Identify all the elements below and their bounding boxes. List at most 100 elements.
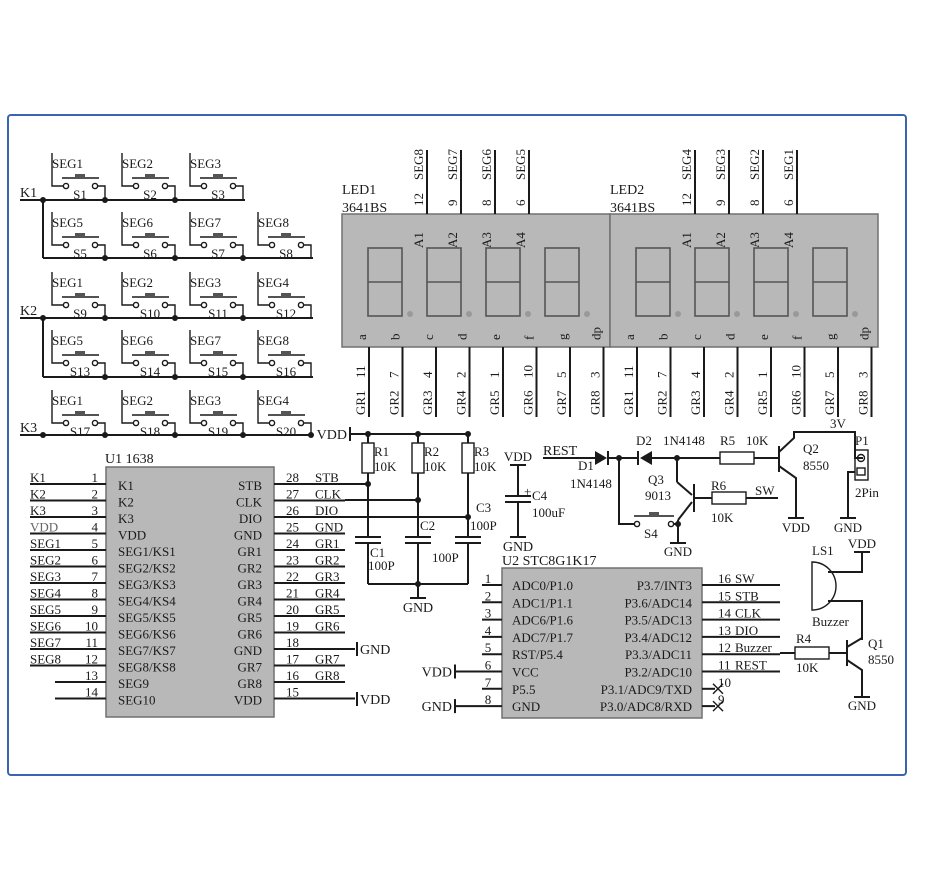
u1-pin-num: 7 — [92, 569, 99, 584]
switch-ref: S17 — [70, 424, 91, 439]
u2-pin-num: 3 — [485, 606, 492, 621]
u1-net-label: GR8 — [315, 668, 340, 683]
u1-body — [105, 466, 275, 718]
k-line-label: K3 — [20, 421, 37, 436]
buzzer-vdd: VDD — [848, 536, 876, 551]
u1-net-label: CLK — [315, 487, 342, 502]
led-pin-num: 10 — [789, 365, 804, 378]
u1-pin-name: SEG9 — [118, 676, 149, 691]
switch-lead — [189, 153, 202, 187]
switch-contact — [200, 301, 208, 309]
u1-pin-num: 28 — [286, 470, 299, 485]
decimal-point — [734, 311, 740, 317]
u2-pin-name: RST/P5.4 — [512, 647, 563, 662]
segment-label: e — [756, 334, 771, 340]
u2-net-label: SW — [735, 571, 755, 586]
switch-button — [145, 233, 155, 237]
switch-lead — [98, 185, 106, 200]
switch-lead — [168, 244, 176, 258]
u2-pin-num: 4 — [485, 623, 492, 638]
u2-pin-num: 15 — [718, 588, 731, 603]
pullup-resistor — [461, 442, 475, 474]
s4-button — [649, 512, 659, 516]
segment-label: dp — [589, 327, 604, 340]
u1-pin-name: SEG10 — [118, 693, 156, 708]
s4-contact — [633, 520, 641, 528]
decimal-point — [852, 311, 858, 317]
u2-pin-name: GND — [512, 699, 540, 714]
u2-pin-name: P3.7/INT3 — [637, 578, 692, 593]
led-part: 3641BS — [342, 201, 387, 216]
switch-contact — [161, 241, 169, 249]
switch-ref: S19 — [208, 424, 228, 439]
switch-seg-label: SEG8 — [258, 215, 289, 230]
led-pin-net: GR6 — [789, 390, 804, 415]
r5-ref: R5 — [720, 433, 735, 448]
switch-ref: S13 — [70, 364, 90, 379]
switch-lead — [168, 304, 176, 318]
u1-pin-name: K2 — [118, 495, 134, 510]
u2-pin-num: 13 — [718, 623, 731, 638]
u1-pin-num: 23 — [286, 553, 299, 568]
switch-contact — [268, 241, 276, 249]
u2-pin-num: 9 — [718, 692, 725, 707]
switch-contact — [161, 419, 169, 427]
decimal-point — [407, 311, 413, 317]
p1-pin1 — [856, 453, 866, 463]
u1-net-label: GR2 — [315, 553, 340, 568]
switch-seg-label: SEG7 — [190, 333, 222, 348]
switch-contact — [62, 301, 70, 309]
led-pin-net: GR7 — [822, 390, 837, 415]
junction-dot — [240, 255, 246, 261]
u1-net-label: VDD — [30, 520, 58, 535]
u1-pin-name: SEG5/KS5 — [118, 610, 176, 625]
c4-vdd: VDD — [504, 449, 532, 464]
switch-button — [145, 174, 155, 178]
switch-ref: S2 — [143, 187, 157, 202]
u1-pin-name: SEG6/KS6 — [118, 627, 176, 642]
switch-lead — [257, 390, 270, 424]
led-name: LED1 — [342, 183, 376, 198]
resistor-r4 — [794, 646, 830, 660]
u1-pin-name: SEG7/KS7 — [118, 643, 176, 658]
q2-emitter — [778, 431, 863, 459]
q1-collector — [846, 659, 863, 697]
junction-dot — [172, 374, 178, 380]
led-pin-num: 8 — [747, 200, 762, 207]
switch-lead — [189, 330, 202, 364]
switch-lead — [51, 330, 64, 364]
switch-lead — [168, 362, 176, 377]
u1-pin-name: GND — [234, 528, 262, 543]
switch-ref: S16 — [276, 364, 297, 379]
q1-ref: Q1 — [868, 636, 884, 651]
switch-lead — [121, 153, 134, 187]
switch-lead — [304, 304, 312, 318]
switch-lead — [236, 304, 244, 318]
switch-ref: S5 — [73, 246, 87, 261]
switch-contact — [62, 182, 70, 190]
q3-ref: Q3 — [648, 472, 664, 487]
switch-contact — [132, 419, 140, 427]
junction-dot — [172, 315, 178, 321]
p1-pin2 — [856, 467, 866, 476]
resistor-ref: R2 — [424, 444, 439, 459]
u1-net-label: SEG7 — [30, 635, 62, 650]
u1-net-label: K3 — [30, 503, 46, 518]
junction-dot — [240, 315, 246, 321]
switch-ref: S12 — [276, 306, 296, 321]
keypad-matrix: K1K2K3SEG1S1SEG2S2SEG3S3SEG5S5SEG6S6SEG7… — [20, 153, 314, 439]
u1-pin-num: 2 — [92, 487, 99, 502]
u1-pin-name: STB — [238, 478, 262, 493]
rest-label: REST — [543, 444, 578, 459]
c4-val: 100uF — [532, 505, 565, 520]
u1-pin-num: 12 — [85, 652, 98, 667]
u2-pin-num: 5 — [485, 640, 492, 655]
r6-ref: R6 — [711, 478, 727, 493]
q1-gnd: GND — [848, 698, 876, 713]
rail-label: VDD — [422, 666, 452, 681]
switch-lead — [121, 330, 134, 364]
k-line-label: K2 — [20, 304, 37, 319]
